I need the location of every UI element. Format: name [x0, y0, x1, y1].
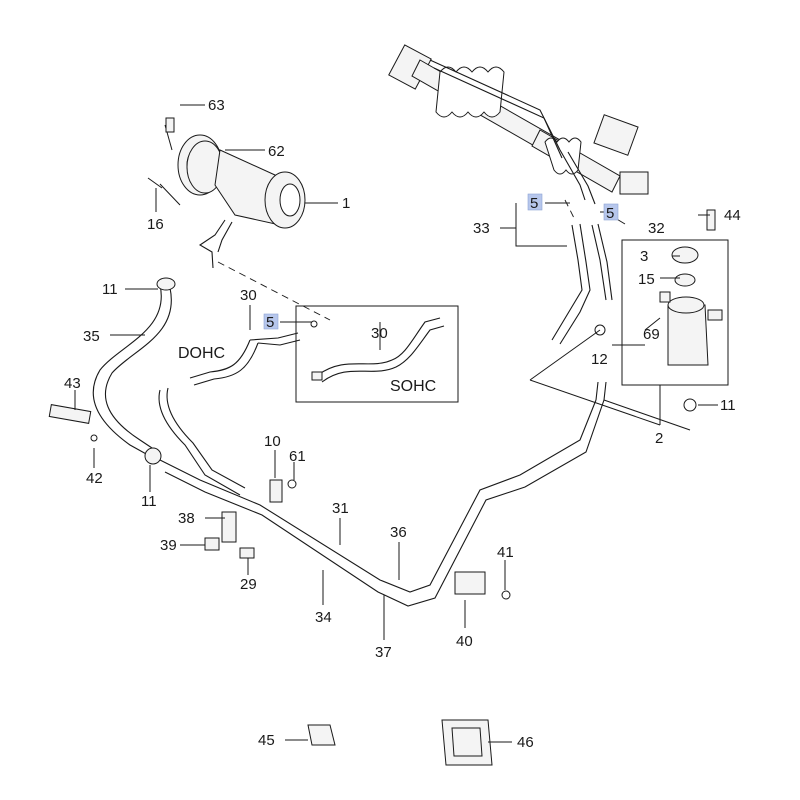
callout-31: 31: [332, 500, 349, 517]
pump-illustration: [147, 117, 306, 269]
callout-46: 46: [517, 734, 534, 751]
callout-41: 41: [497, 544, 514, 561]
callout-5-highlight: [263, 313, 279, 330]
callout-11-right: 11: [720, 397, 736, 414]
callout-29: 29: [240, 576, 257, 593]
callout-30-dohc: 30: [240, 287, 257, 304]
callout-44: 44: [724, 207, 741, 224]
callout-38: 38: [178, 510, 195, 527]
variant-dohc-label: DOHC: [178, 345, 225, 362]
callout-62: 62: [268, 143, 285, 160]
callout-5-highlight: [527, 193, 543, 211]
callout-33: 33: [473, 220, 490, 237]
callout-5-left: 5: [530, 195, 538, 212]
callout-3: 3: [640, 248, 648, 265]
dohc-hose-30: [189, 320, 318, 386]
reservoir-box: [621, 239, 729, 386]
callout-63: 63: [208, 97, 225, 114]
leader-lines: [74, 104, 718, 743]
callout-35: 35: [83, 328, 100, 345]
callout-16: 16: [147, 216, 164, 233]
callout-5-dohc: 5: [266, 314, 274, 331]
callout-36: 36: [390, 524, 407, 541]
callout-5-highlight: [603, 203, 619, 221]
callout-40: 40: [456, 633, 473, 650]
variant-sohc-label: SOHC: [390, 378, 436, 395]
callout-11-mid: 11: [141, 493, 157, 510]
small-parts: [48, 209, 716, 766]
callout-30-sohc: 30: [371, 325, 388, 342]
callout-5-right: 5: [606, 205, 614, 222]
callout-61: 61: [289, 448, 306, 465]
callout-39: 39: [160, 537, 177, 554]
steering-gear-illustration: [388, 44, 649, 205]
callout-32: 32: [648, 220, 665, 237]
sohc-inset-box: [295, 305, 459, 403]
callout-37: 37: [375, 644, 392, 661]
dashed-leader: [217, 261, 331, 321]
hose-lines: [92, 223, 613, 607]
callout-42: 42: [86, 470, 103, 487]
callout-2: 2: [655, 430, 663, 447]
callout-1: 1: [342, 195, 350, 212]
callout-11-top: 11: [102, 281, 118, 298]
callout-12: 12: [591, 351, 608, 368]
callout-15: 15: [638, 271, 655, 288]
callout-10: 10: [264, 433, 281, 450]
callout-69: 69: [643, 326, 660, 343]
callout-34: 34: [315, 609, 332, 626]
callout-45: 45: [258, 732, 275, 749]
callout-43: 43: [64, 375, 81, 392]
